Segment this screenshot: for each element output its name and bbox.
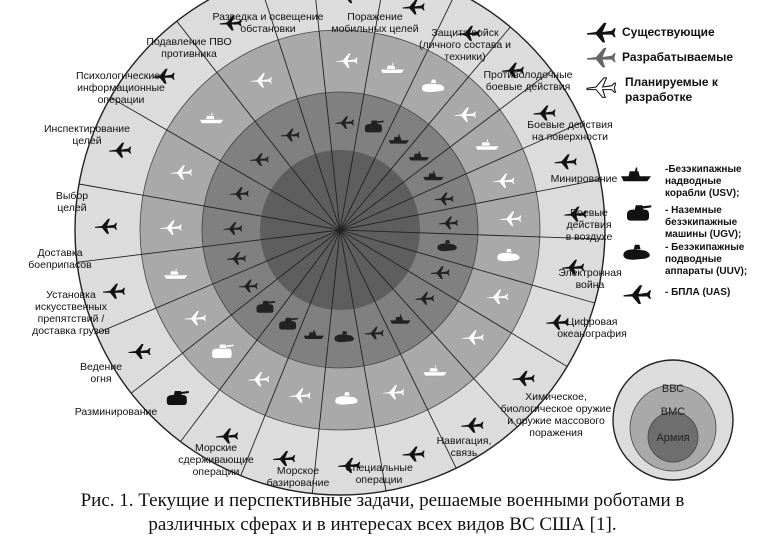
plane-black-icon [587, 22, 616, 43]
branch-diagram: ВВС ВМС Армия [612, 359, 734, 481]
sector-divider [176, 20, 341, 231]
plane-gray-icon [587, 47, 616, 68]
legend-existing-label: Существующие [622, 25, 715, 39]
legend-existing: Существующие [587, 22, 715, 43]
caption-line-2: различных сферах и в интересах всех видо… [148, 514, 617, 535]
sector-divider [339, 229, 605, 240]
sector-divider [311, 229, 341, 494]
sector-label: Навигация,связь [437, 435, 492, 459]
sector-divider [339, 121, 583, 231]
branch-army-label: Армия [656, 432, 689, 444]
sector-divider [78, 183, 341, 231]
caption-line-1: Рис. 1. Текущие и перспективные задачи, … [80, 490, 685, 511]
legend-uas-label: - БПЛА (UAS) [665, 287, 730, 298]
sector-divider [339, 178, 601, 231]
sector-divider [339, 229, 457, 469]
sector-divider [339, 0, 381, 231]
sector-divider [315, 0, 341, 231]
plane-white-icon [586, 77, 617, 99]
sector-divider [130, 229, 341, 394]
sector-divider [339, 229, 568, 367]
branch-air-force-label: ВВС [662, 383, 684, 395]
sector-divider [339, 0, 453, 231]
sector-divider [76, 229, 341, 263]
sector-dividers [76, 0, 605, 494]
sector-divider [339, 229, 595, 304]
sector-label: Разминирование [75, 406, 158, 418]
figure-caption: Рис. 1. Текущие и перспективные задачи, … [0, 489, 765, 537]
sector-divider [339, 70, 552, 231]
sector-divider [95, 229, 341, 334]
sector-divider [339, 229, 387, 492]
sector-label: Минирование [551, 173, 618, 185]
sector-divider [180, 229, 341, 442]
branch-navy-label: ВМС [661, 406, 686, 418]
ugv-icon [627, 205, 652, 221]
branch-inner-circle [647, 411, 699, 463]
sector-divider [240, 229, 341, 476]
legend-developing: Разрабатываемые [587, 47, 733, 68]
sector-divider [339, 229, 518, 428]
sector-divider [264, 0, 341, 231]
uuv-icon [623, 244, 650, 260]
sector-divider [110, 97, 341, 231]
legend-developing-label: Разрабатываемые [622, 50, 733, 64]
sector-divider [339, 26, 511, 231]
legend-status: Существующие Разрабатываемые Планируемые… [586, 22, 733, 104]
uas-icon [623, 285, 651, 304]
usv-icon [621, 167, 651, 182]
